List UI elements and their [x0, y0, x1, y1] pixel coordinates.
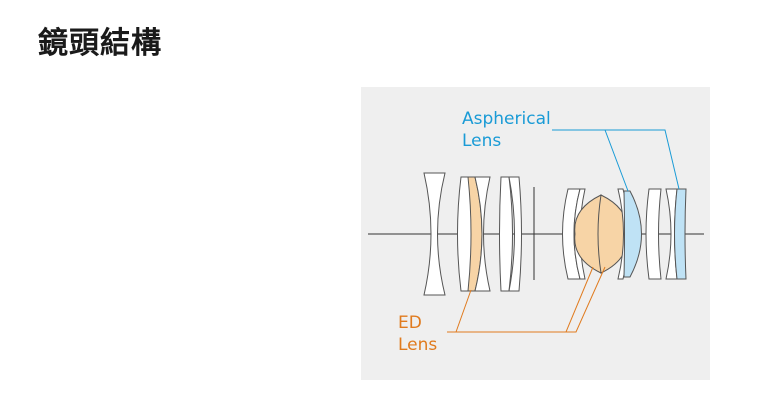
ed-label-line-1: ED [398, 313, 422, 333]
aspherical-label-line-1: Aspherical [462, 109, 551, 129]
lens-element-4 [499, 176, 513, 292]
lens-element-1 [423, 172, 446, 296]
aspherical-lens-element-1 [623, 190, 642, 278]
ed-leader-line-3 [566, 266, 606, 333]
aspherical-leader-line-2 [605, 129, 680, 190]
aspherical-lens-element-2 [674, 188, 687, 280]
lens-diagram-panel: Aspherical Lens ED Lens [361, 87, 710, 380]
aspherical-label-line-2: Lens [462, 131, 501, 151]
lens-construction-diagram: Aspherical Lens ED Lens [368, 109, 704, 355]
ed-leader-line-1 [447, 289, 472, 333]
lens-element-3 [474, 176, 491, 292]
ed-label-line-2: Lens [398, 335, 437, 355]
lens-element-5 [508, 176, 522, 292]
aspherical-leader-line-1 [552, 129, 629, 192]
lens-element-9 [645, 188, 662, 280]
page-heading: 鏡頭結構 [38, 26, 162, 61]
